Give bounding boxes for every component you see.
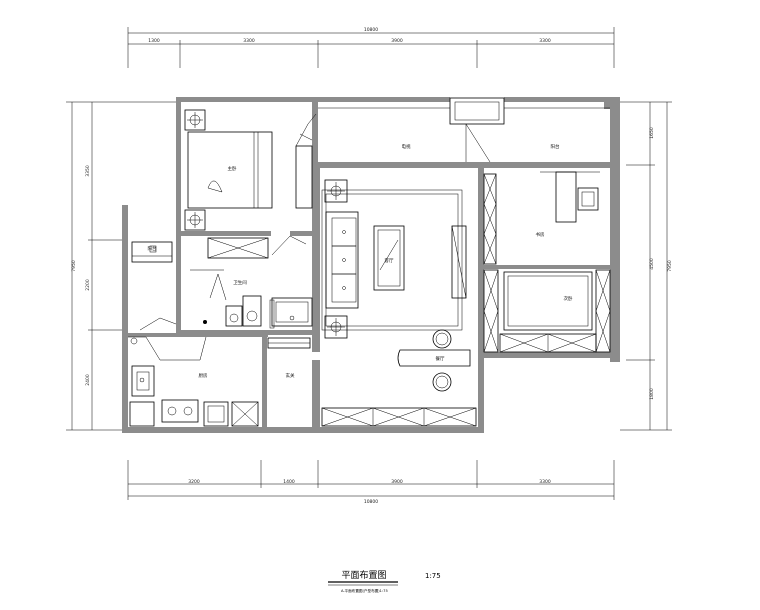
top-dimension-segment: 3300 — [243, 38, 255, 44]
drawing-scale: 1:75 — [425, 572, 441, 580]
bedroom-cabinet — [207, 235, 307, 259]
balcony-window-bay — [449, 97, 505, 125]
top-dimension-segment: 3900 — [391, 38, 403, 44]
right-dimension-segment: 1800 — [649, 388, 655, 400]
dining-room-label: 餐厅 — [436, 355, 445, 362]
left-balcony: 阳台 — [131, 241, 177, 331]
left-dimension-segment: 2400 — [85, 374, 91, 386]
left-dimension-segment: 2200 — [85, 279, 91, 291]
kitchen-label: 厨房 — [199, 372, 208, 379]
bottom-total-dimension: 10800 — [364, 499, 378, 505]
balcony-right-label: 阳台 — [551, 143, 560, 150]
second-bedroom-label: 次卧 — [564, 295, 573, 302]
bottom-dimension-chain: 3200 1400 3900 3300 10800 — [127, 460, 615, 505]
top-dimension-chain: 10800 1300 3300 3900 3300 — [127, 27, 615, 68]
left-dimension-segment: 3350 — [85, 165, 91, 177]
top-dimension-segment: 3300 — [539, 38, 551, 44]
master-bedroom: 主卧 — [184, 109, 317, 231]
left-balcony-label: 阳台 — [148, 245, 157, 252]
left-dimension-chain: 7950 3350 2200 2400 — [66, 101, 178, 431]
upper-balcony-area — [318, 107, 610, 163]
entrance-label: 玄关 — [286, 372, 295, 379]
bottom-dimension-segment: 1400 — [283, 479, 295, 485]
left-total-dimension: 7950 — [71, 260, 77, 272]
tv-label: 电视 — [402, 143, 411, 150]
master-bedroom-label: 主卧 — [228, 165, 237, 172]
second-bedroom: 次卧 — [483, 269, 611, 353]
right-dimension-segment: 4500 — [649, 258, 655, 270]
study: 书房 — [483, 171, 600, 265]
bathroom: 卫生间 — [190, 269, 313, 329]
top-dimension-segment: 1300 — [148, 38, 160, 44]
living-room-label: 客厅 — [385, 257, 394, 264]
right-dimension-chain: 1650 4500 1800 7950 — [620, 101, 673, 431]
drawing-title: 平面布置图 — [341, 569, 386, 581]
drawing-subtitle: A.平面布置图(户型布置)1:75 — [341, 588, 388, 593]
bathroom-label: 卫生间 — [233, 279, 247, 286]
right-dimension-segment: 1650 — [649, 127, 655, 139]
walls — [122, 97, 620, 433]
right-total-dimension: 7950 — [667, 260, 673, 272]
top-total-dimension: 10800 — [364, 27, 378, 33]
living-storage-cabinet — [321, 407, 477, 427]
dining-area: 餐厅 — [397, 329, 471, 392]
study-label: 书房 — [536, 231, 545, 238]
kitchen: 厨房 — [128, 336, 259, 427]
bottom-dimension-segment: 3900 — [391, 479, 403, 485]
living-room: 客厅 — [321, 179, 467, 339]
drawing-title-block: 平面布置图 1:75 A.平面布置图(户型布置)1:75 — [328, 569, 441, 593]
bottom-dimension-segment: 3200 — [188, 479, 200, 485]
entrance: 玄关 — [267, 337, 311, 379]
bottom-dimension-segment: 3300 — [539, 479, 551, 485]
